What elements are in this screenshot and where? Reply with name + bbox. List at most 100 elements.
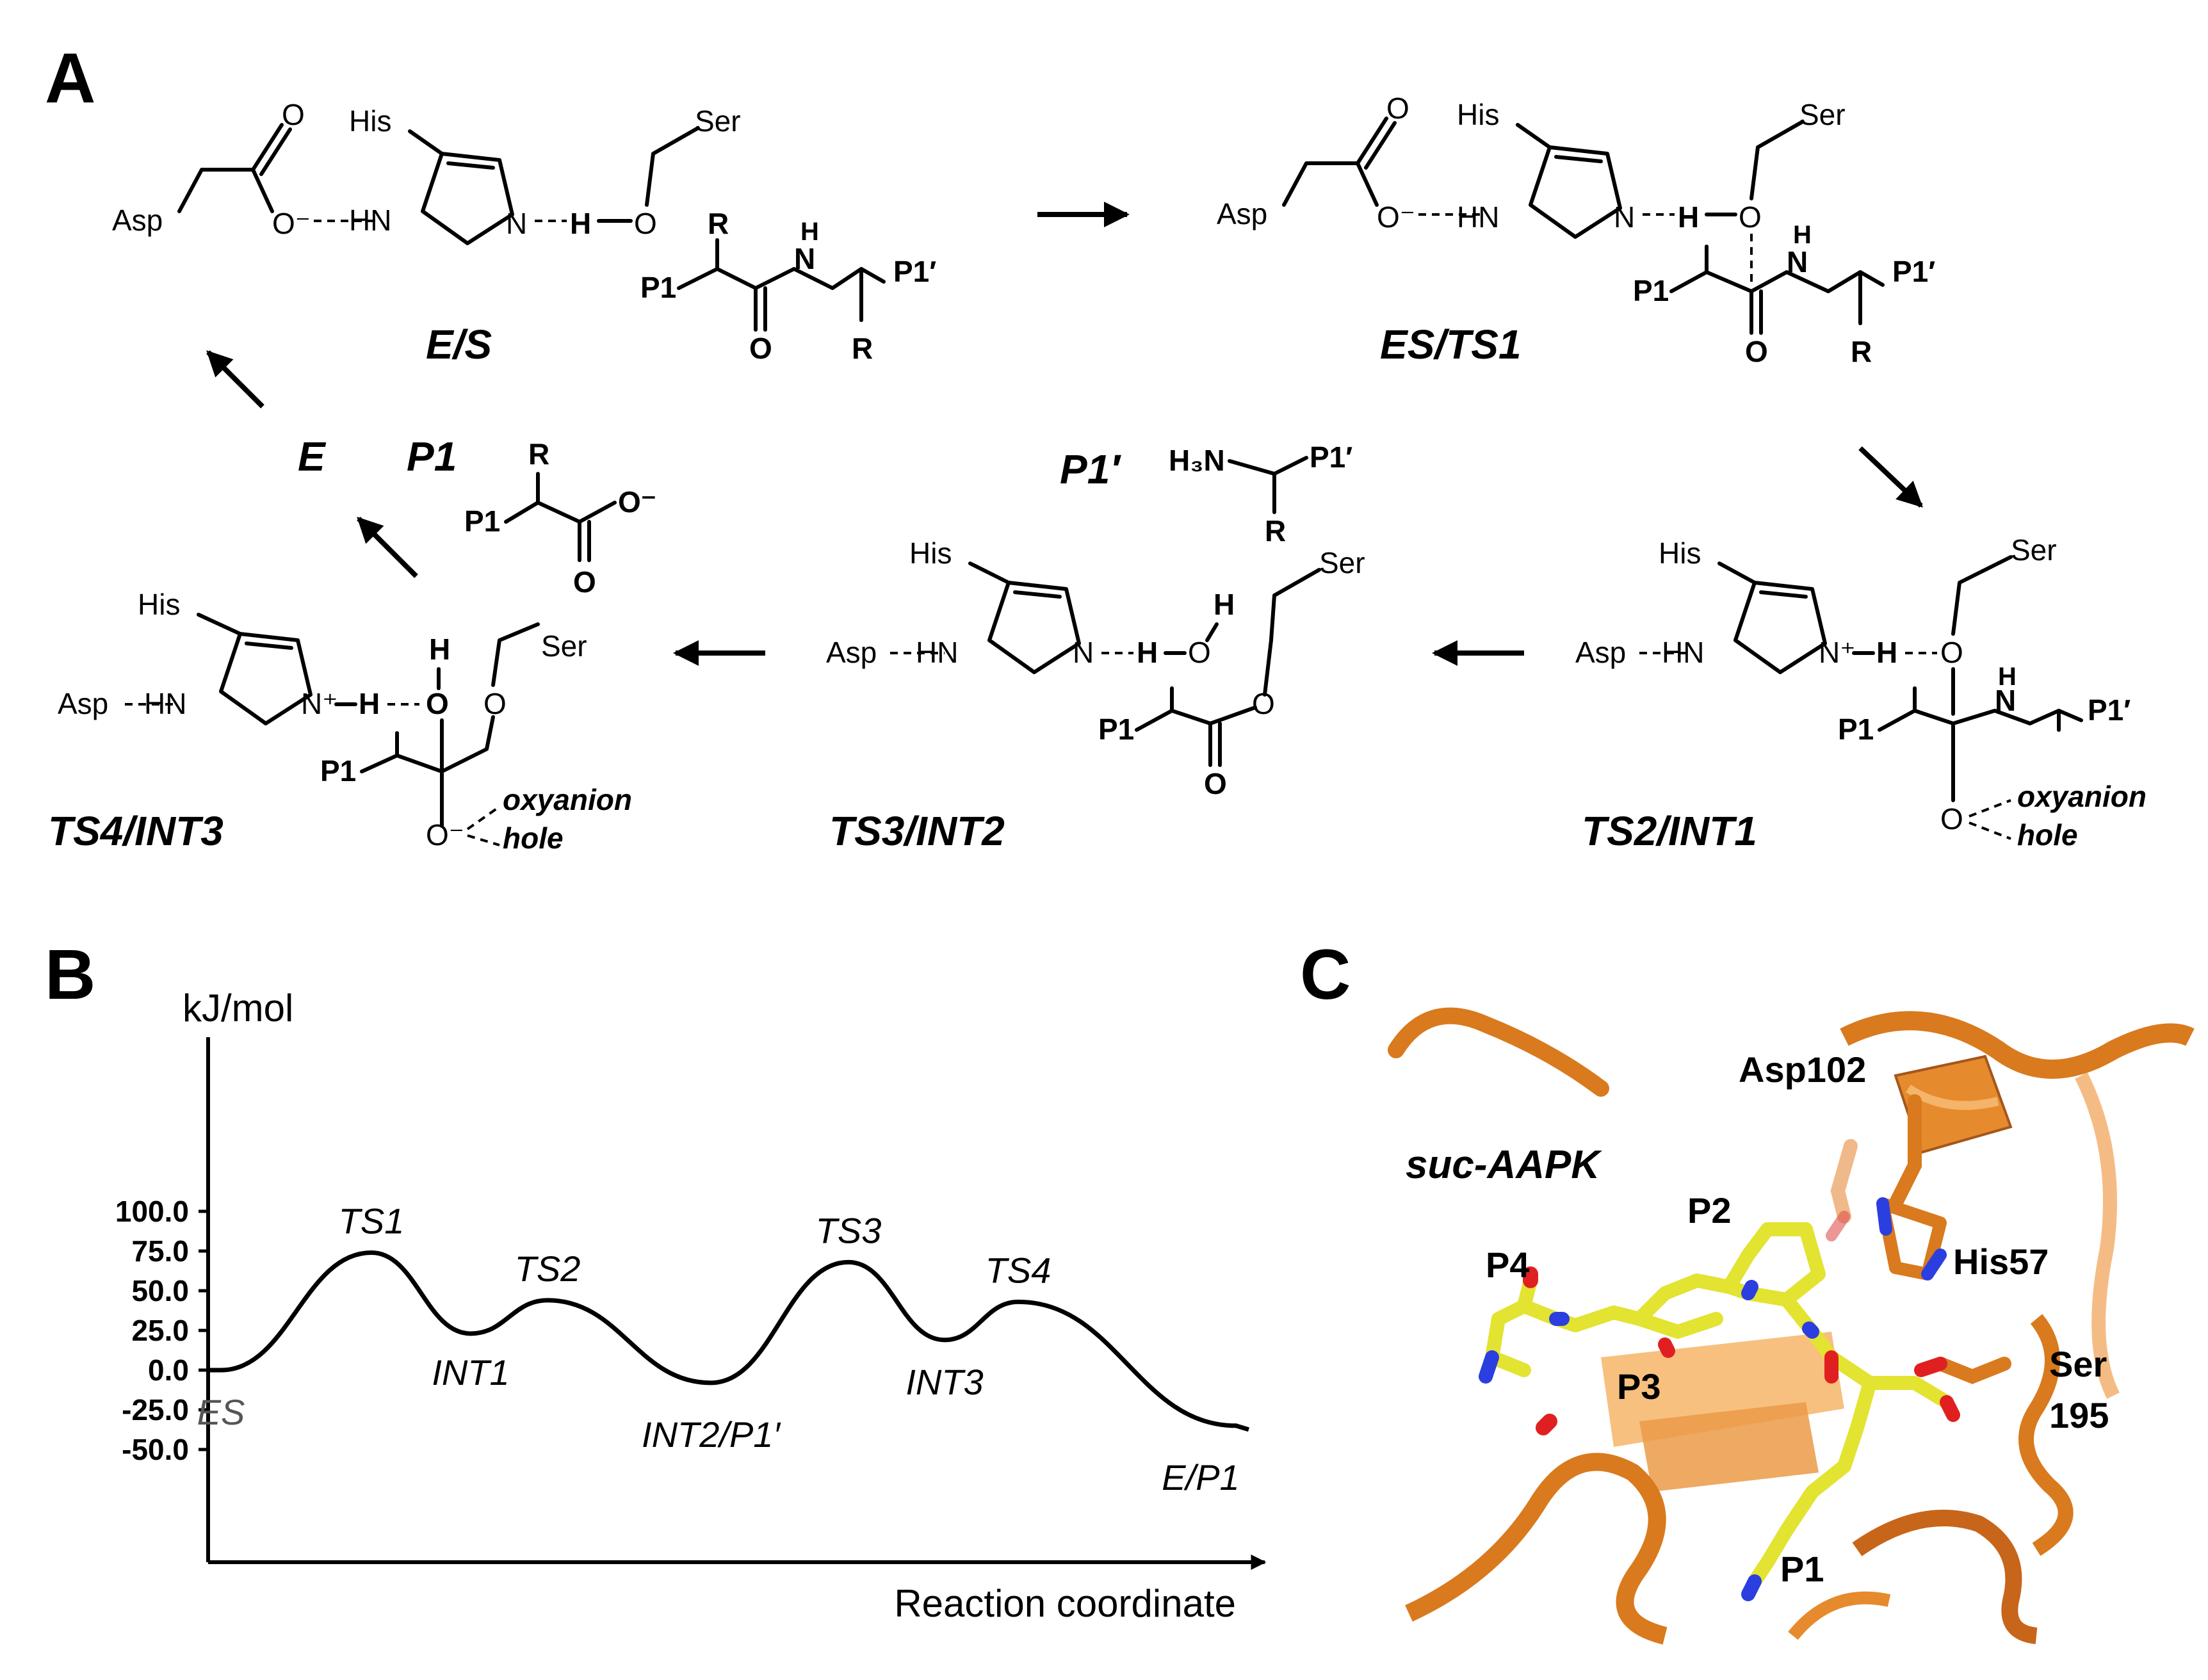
y-tick-label: -25.0	[122, 1393, 189, 1426]
svg-text:HN: HN	[144, 687, 186, 720]
svg-text:N: N	[1995, 684, 2016, 717]
svg-text:oxyanion: oxyanion	[2017, 780, 2147, 813]
state-es-ts1: Asp O O⁻ HN His N H O Ser P1 O N H R P1′…	[1217, 92, 1935, 368]
point-label-4: INT2/P1′	[642, 1414, 781, 1455]
svg-text:O: O	[1252, 687, 1275, 720]
label-his57: His57	[1953, 1241, 2049, 1282]
label-asp102: Asp102	[1739, 1049, 1866, 1090]
product-e-p1: E P1 P1 R O O⁻	[298, 433, 656, 599]
svg-text:H: H	[429, 633, 450, 666]
state-label-ts3-int2: TS3/INT2	[829, 808, 1005, 854]
product-p1prime: P1′ H₃N R P1′	[1060, 440, 1352, 547]
svg-text:HN: HN	[1662, 636, 1704, 669]
point-label-2: INT1	[432, 1352, 509, 1393]
svg-text:N⁺: N⁺	[301, 687, 338, 720]
svg-text:O: O	[1204, 767, 1227, 800]
svg-text:H: H	[800, 218, 819, 246]
state-label-es-ts1: ES/TS1	[1380, 321, 1522, 368]
svg-text:N⁺: N⁺	[1819, 636, 1856, 669]
svg-text:HN: HN	[1457, 200, 1499, 234]
svg-text:P1′: P1′	[1060, 446, 1121, 492]
svg-text:P1: P1	[464, 505, 500, 538]
svg-text:R: R	[708, 207, 729, 240]
svg-text:His: His	[349, 104, 391, 138]
point-label-1: TS1	[339, 1200, 405, 1241]
panel-c-label: C	[1300, 935, 1351, 1014]
label-substrate: suc-AAPK	[1406, 1143, 1602, 1187]
panel-b-label: B	[45, 935, 95, 1014]
point-label-5: TS3	[816, 1210, 882, 1250]
svg-text:O⁻: O⁻	[426, 818, 464, 852]
svg-text:Asp: Asp	[58, 687, 108, 720]
svg-text:R: R	[1851, 335, 1872, 368]
svg-text:Ser: Ser	[695, 104, 741, 138]
arrow-e-to-es	[206, 350, 264, 408]
svg-text:O: O	[634, 207, 657, 240]
svg-text:H₃N: H₃N	[1169, 444, 1225, 477]
state-ts2-int1: Asp HN His N⁺ H O Ser P1 N H P1′ O oxyan…	[1575, 533, 2147, 854]
svg-text:N: N	[1073, 636, 1094, 669]
label-195: 195	[2049, 1395, 2109, 1435]
svg-text:HN: HN	[916, 636, 958, 669]
svg-text:O: O	[1940, 636, 1963, 669]
y-tick-label: 50.0	[131, 1274, 189, 1307]
svg-text:O: O	[573, 565, 596, 599]
point-label-8: E/P1	[1162, 1457, 1239, 1498]
svg-text:P1′: P1′	[1892, 255, 1935, 288]
point-label-7: TS4	[986, 1250, 1051, 1290]
svg-text:P1′: P1′	[893, 255, 936, 288]
state-label-es: E/S	[426, 321, 492, 368]
svg-text:O: O	[749, 332, 772, 365]
panel-a-label: A	[45, 39, 95, 118]
svg-text:N: N	[1787, 245, 1808, 279]
svg-text:P1′: P1′	[1310, 440, 1352, 474]
label-ser: Ser	[2049, 1344, 2107, 1384]
arrow-ts4-to-e	[357, 517, 418, 578]
svg-text:P1′: P1′	[2088, 693, 2131, 727]
svg-text:H: H	[359, 687, 380, 720]
svg-text:P1: P1	[640, 271, 676, 304]
svg-text:P1: P1	[1838, 713, 1874, 746]
y-tick-label: 25.0	[131, 1314, 189, 1347]
x-axis-label: Reaction coordinate	[894, 1582, 1236, 1625]
svg-text:R: R	[528, 437, 549, 471]
svg-text:N: N	[794, 242, 815, 275]
svg-text:His: His	[1659, 537, 1701, 570]
y-tick-label: -50.0	[122, 1433, 189, 1466]
label-p3: P3	[1617, 1366, 1661, 1407]
svg-text:P1: P1	[407, 433, 457, 480]
point-label-0: ES	[197, 1392, 245, 1432]
svg-text:H: H	[1678, 200, 1699, 234]
svg-text:Ser: Ser	[1799, 98, 1846, 131]
point-label-6: INT3	[905, 1362, 983, 1402]
y-axis-label: kJ/mol	[183, 987, 293, 1030]
svg-text:H: H	[570, 207, 591, 240]
label-p1: P1	[1780, 1549, 1824, 1589]
svg-text:Ser: Ser	[2011, 533, 2057, 567]
svg-text:H: H	[1793, 221, 1812, 249]
svg-text:H: H	[1214, 588, 1235, 621]
svg-text:O⁻: O⁻	[1377, 200, 1415, 234]
label-p2: P2	[1687, 1190, 1732, 1231]
svg-text:oxyanion: oxyanion	[503, 783, 632, 816]
y-tick-label: 75.0	[131, 1234, 189, 1268]
svg-text:H: H	[1876, 636, 1897, 669]
svg-text:Asp: Asp	[1217, 197, 1267, 230]
svg-text:His: His	[138, 588, 180, 621]
svg-text:N: N	[1614, 200, 1635, 234]
svg-text:His: His	[1457, 98, 1499, 131]
svg-text:Asp: Asp	[112, 204, 163, 237]
svg-text:hole: hole	[2017, 818, 2078, 852]
energy-curve	[208, 1250, 1250, 1432]
svg-text:P1: P1	[320, 754, 356, 788]
svg-text:P1: P1	[1098, 713, 1134, 746]
svg-text:Ser: Ser	[541, 629, 587, 663]
arrow-ts1-to-ts2	[1858, 446, 1923, 508]
label-p4: P4	[1486, 1245, 1530, 1285]
y-tick-label: 100.0	[115, 1195, 189, 1228]
svg-text:Asp: Asp	[826, 636, 877, 669]
svg-text:O: O	[1739, 200, 1762, 234]
state-e-s: Asp O O⁻ HN His N H O Ser P1 R O N H R P…	[112, 98, 936, 368]
svg-text:His: His	[909, 537, 952, 570]
